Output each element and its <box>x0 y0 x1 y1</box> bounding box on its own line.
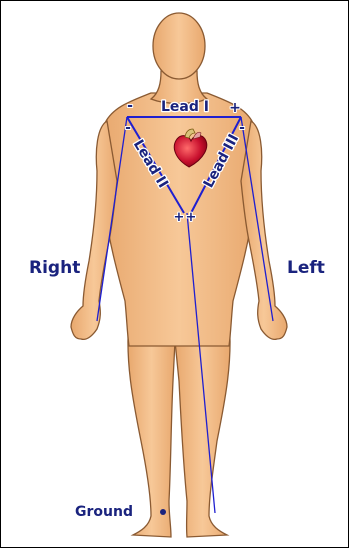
left-label: Left <box>287 258 325 278</box>
left-leg <box>175 319 230 537</box>
lead-i-label: Lead I <box>161 99 209 115</box>
lead-i-negative-sign: - <box>127 98 133 114</box>
lead-iii-positive-sign: + <box>186 210 197 225</box>
lead-i-positive-sign: + <box>229 100 241 116</box>
lead-ii-positive-sign: + <box>174 210 185 225</box>
right-label: Right <box>29 258 80 278</box>
left-arm <box>241 121 287 339</box>
right-leg <box>128 319 175 537</box>
electrode-dot-icon <box>160 509 166 515</box>
ground-label: Ground <box>75 504 133 520</box>
head <box>153 13 205 79</box>
lead-ii-negative-sign: - <box>125 120 131 136</box>
lead-iii-negative-sign: - <box>239 120 245 136</box>
